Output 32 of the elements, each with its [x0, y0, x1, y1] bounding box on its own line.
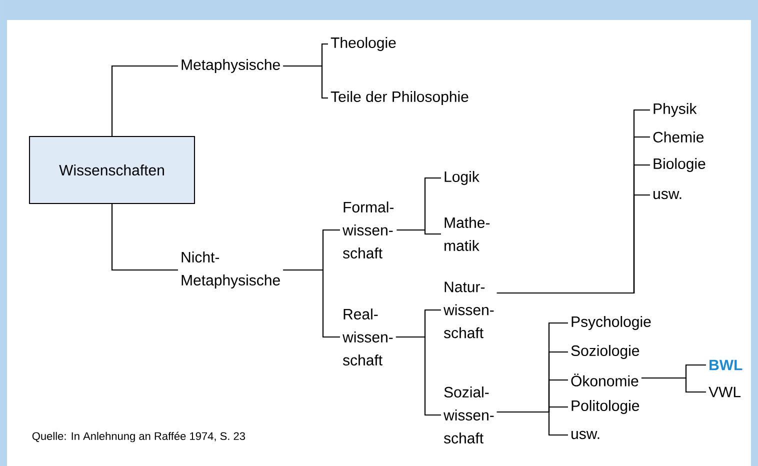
category-label: Metaphysische: [182, 59, 280, 73]
category-label: Soziologie: [571, 345, 640, 359]
category-label: Psychologie: [572, 316, 651, 330]
category-label: Biologie: [654, 158, 706, 172]
category-label: Natur- wissen- schaft: [444, 282, 494, 338]
category-label: Formal- wissen- schaft: [342, 202, 394, 258]
connector-line: [396, 229, 441, 235]
category-label: VWL: [708, 386, 741, 398]
category-label: Mathe- matik: [444, 217, 490, 251]
category-label: Teile der Philosophie: [330, 91, 468, 105]
category-label: Real- wissen- schaft: [342, 308, 393, 366]
category-label: Nicht- Metaphysische: [182, 252, 280, 288]
category-label: usw.: [654, 190, 682, 200]
connector-line: [111, 204, 178, 271]
category-label: Theologie: [330, 37, 396, 51]
connector-line: [496, 411, 568, 436]
category-label: Logik: [444, 171, 480, 185]
root-box: Wissenschaften: [29, 136, 195, 204]
connector-line: [283, 65, 328, 99]
category-label: usw.: [572, 430, 600, 440]
category-label: Sozial- wissen- schaft: [444, 386, 494, 444]
connector-line: [111, 65, 178, 136]
category-label: Politologie: [572, 400, 640, 414]
connector-line: [641, 377, 706, 393]
connector-line: [283, 269, 340, 338]
category-label: Ökonomie: [571, 374, 638, 386]
source-caption: Quelle: In Anlehnung an Raffée 1974, S. 23: [32, 432, 245, 442]
category-label: BWL: [710, 360, 742, 370]
category-label: Chemie: [653, 132, 704, 142]
connector-line: [396, 336, 441, 416]
category-label: Physik: [654, 103, 697, 117]
connector-line: [496, 194, 650, 294]
